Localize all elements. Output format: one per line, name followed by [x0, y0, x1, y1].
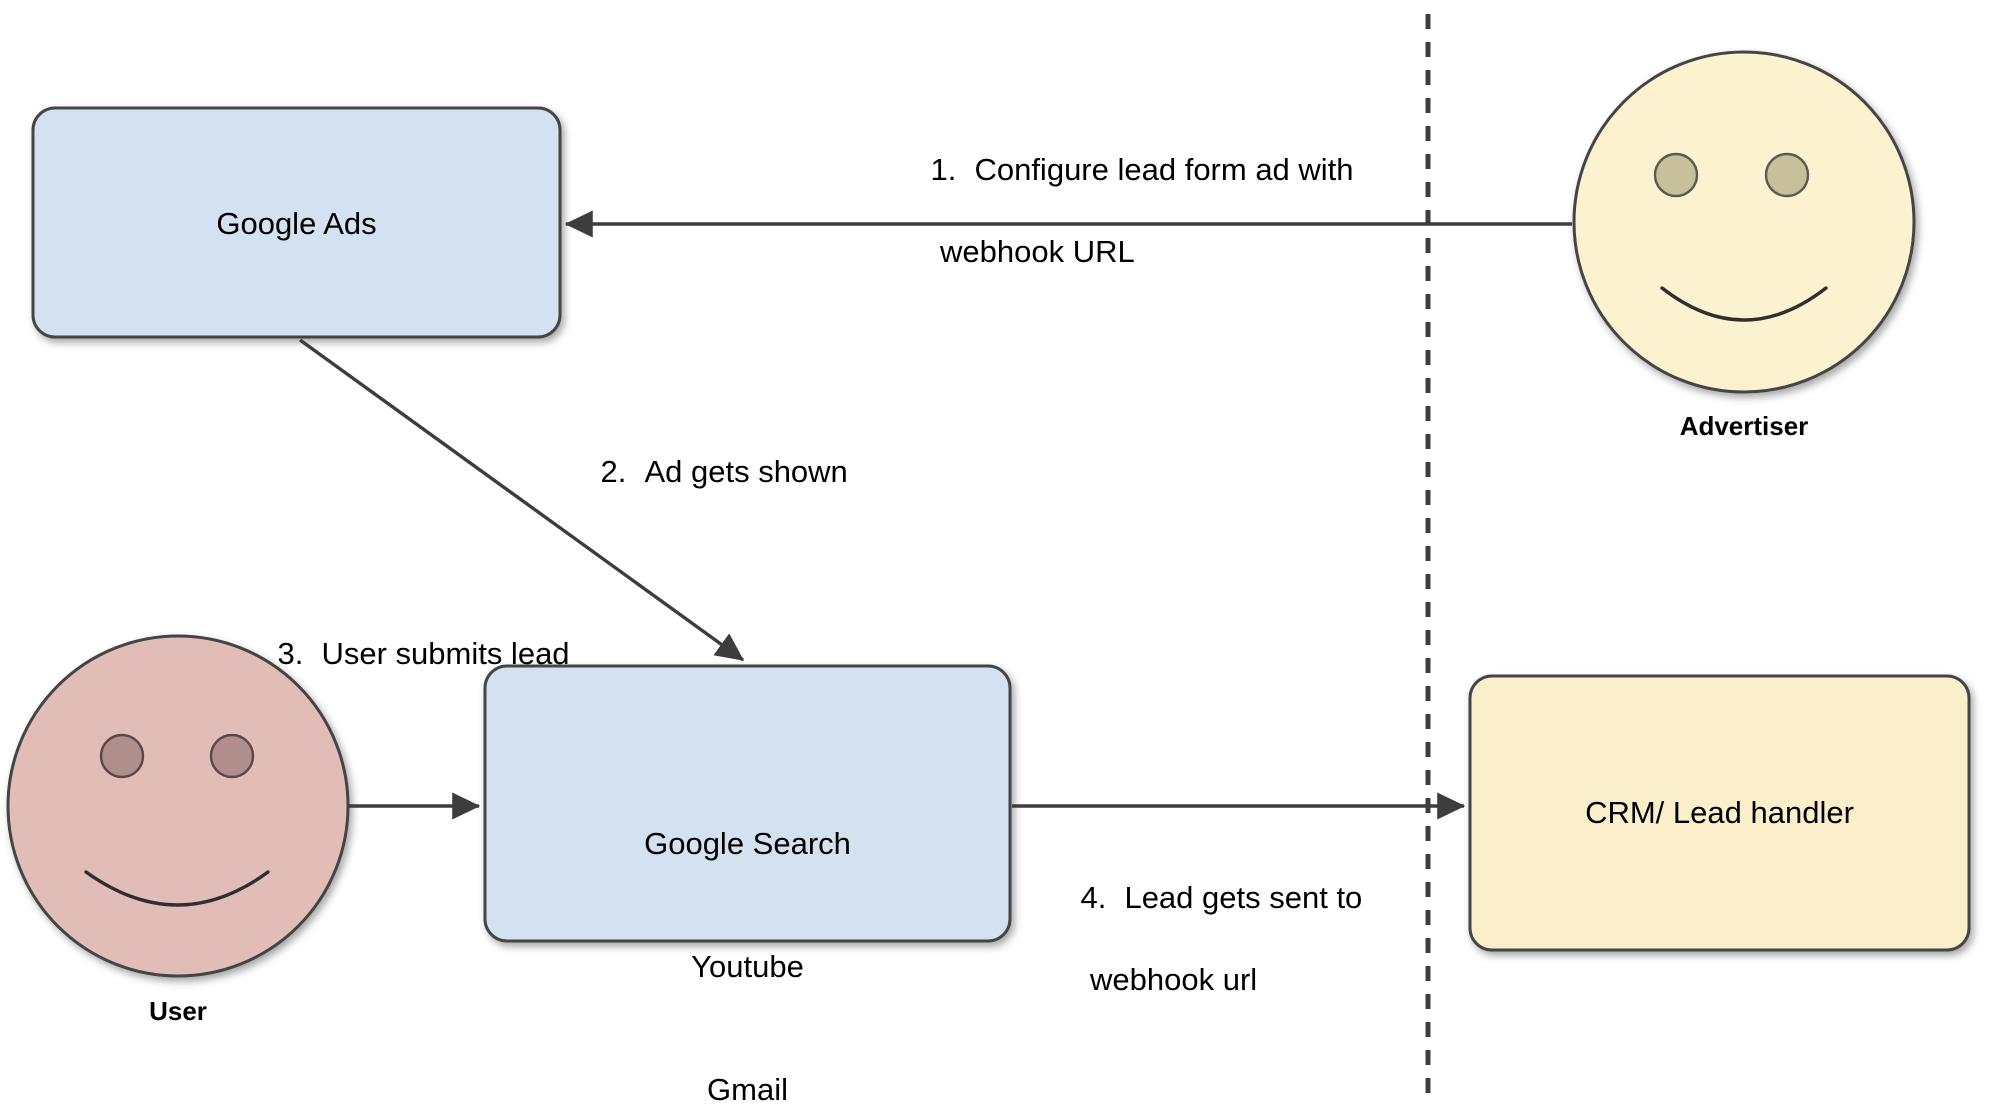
user-right-eye-icon [209, 733, 255, 779]
advertiser-avatar-icon[interactable] [1572, 50, 1916, 394]
edge-step-2-line[interactable] [299, 338, 745, 662]
user-smile-icon [84, 870, 270, 907]
google-ads-box[interactable] [31, 106, 562, 339]
edge-step-3-label: 3. User submits lead [243, 592, 663, 715]
advertiser-face-circle [1572, 50, 1916, 394]
advertiser-smile-icon [1660, 286, 1828, 322]
node-google-ads[interactable] [31, 106, 562, 339]
edge-step-2-label: 2. Ad gets shown [566, 410, 986, 533]
edge-step-3-text-line-1: User submits lead [321, 636, 570, 671]
google-surfaces-box[interactable] [483, 664, 1012, 943]
edge-step-1-label: 1. Configure lead form ad with webhook UR… [896, 108, 1416, 354]
edge-step-4-number: 4. [1080, 880, 1107, 915]
user-avatar-icon[interactable] [6, 634, 350, 978]
edge-step-3-number: 3. [277, 636, 304, 671]
advertiser-right-eye-icon [1764, 152, 1810, 198]
edge-step-2-number: 2. [600, 454, 627, 489]
edge-step-4-text-line-2: webhook url [1090, 962, 1258, 997]
edge-step-4-label: 4. Lead gets sent to webhook url [1046, 836, 1466, 1082]
edge-step-1-text-line-1: Configure lead form ad with [974, 152, 1354, 187]
user-caption: User [149, 996, 207, 1026]
edge-step-4-text-line-1: Lead gets sent to [1124, 880, 1363, 915]
edge-step-1-text-line-2: webhook URL [940, 234, 1135, 269]
edge-step-1-number: 1. [930, 152, 957, 187]
advertiser-caption: Advertiser [1679, 411, 1809, 441]
node-google-surfaces[interactable] [483, 664, 1012, 943]
edge-step-2-text-line-1: Ad gets shown [644, 454, 848, 489]
node-crm[interactable] [1468, 674, 1971, 952]
advertiser-left-eye-icon [1653, 152, 1699, 198]
crm-box[interactable] [1468, 674, 1971, 952]
user-left-eye-icon [99, 733, 145, 779]
